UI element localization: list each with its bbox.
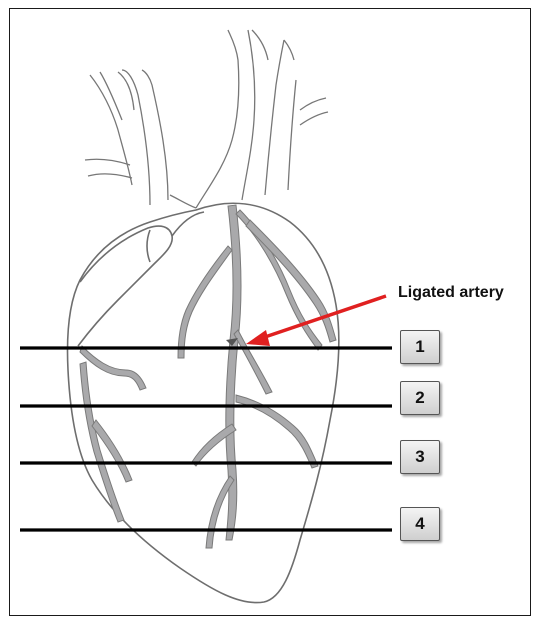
section-label-3: 3: [400, 440, 440, 474]
ligated-artery-label: Ligated artery: [398, 284, 504, 302]
coronary-vessels: [80, 205, 336, 548]
heart-outline: [68, 203, 339, 602]
section-label-2: 2: [400, 381, 440, 415]
great-vessels: [85, 30, 328, 208]
section-label-1: 1: [400, 330, 440, 364]
section-label-4: 4: [400, 507, 440, 541]
